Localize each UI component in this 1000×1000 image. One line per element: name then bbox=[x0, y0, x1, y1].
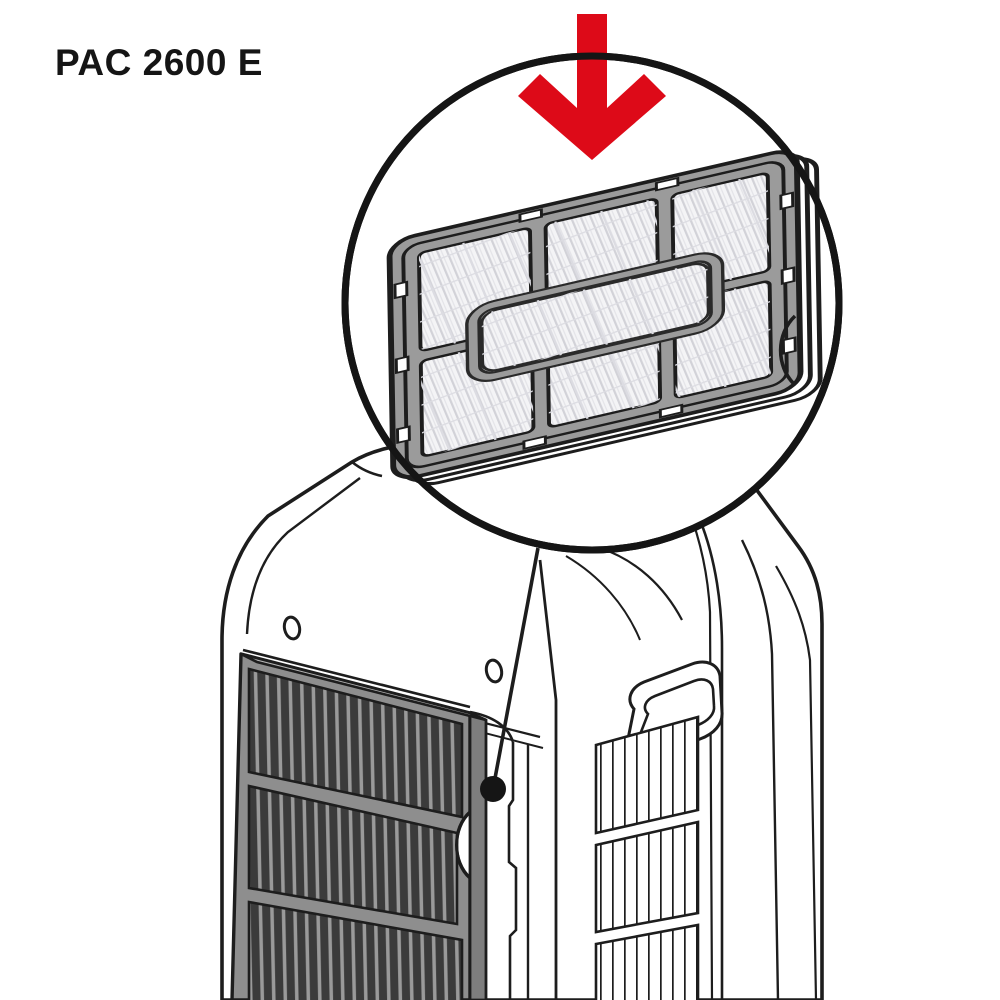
filter-edge-notch bbox=[778, 314, 797, 386]
tab-right-2 bbox=[780, 266, 796, 286]
grille-band-1 bbox=[247, 667, 464, 819]
filter-center-handle[interactable] bbox=[465, 252, 726, 382]
tab-bottom-1 bbox=[522, 435, 547, 450]
page-title: PAC 2600 E bbox=[55, 42, 263, 83]
magnifier-circle-rim bbox=[341, 52, 843, 554]
side-grille-band-1 bbox=[594, 715, 700, 835]
leader-dot bbox=[480, 776, 506, 802]
tab-top-2 bbox=[654, 176, 680, 192]
side-grille-band-2 bbox=[594, 820, 700, 934]
grille-band-2 bbox=[247, 784, 459, 926]
handle-window-cross bbox=[481, 263, 709, 371]
front-intake-grille[interactable] bbox=[230, 652, 488, 1000]
grille-panel-thickness bbox=[468, 710, 488, 1000]
filter-retaining-tabs bbox=[393, 176, 797, 450]
shoulder-crease-left bbox=[245, 477, 361, 635]
body-seam-3 bbox=[775, 565, 818, 1000]
tab-bottom-2 bbox=[658, 403, 684, 419]
air-filter-cassette[interactable] bbox=[386, 143, 823, 493]
tab-right-1 bbox=[779, 191, 795, 211]
filter-bay-edge-inner bbox=[507, 742, 518, 1000]
insert-direction-arrow bbox=[518, 14, 666, 160]
tab-left-2 bbox=[394, 355, 410, 375]
body-seam-2 bbox=[740, 539, 780, 1000]
arrow-shape bbox=[518, 14, 666, 160]
callout-leader bbox=[480, 547, 540, 802]
side-exhaust-grille bbox=[594, 715, 700, 1000]
grille-panel-top-bevel bbox=[240, 652, 487, 722]
front-rim-line-a bbox=[242, 648, 471, 709]
screw-hole-upper-left bbox=[282, 615, 302, 641]
screw-hole-lower-right bbox=[484, 658, 504, 684]
grille-panel-notch bbox=[455, 810, 472, 880]
tab-right-3 bbox=[781, 336, 797, 355]
top-edge-highlight bbox=[351, 460, 383, 478]
tab-top-1 bbox=[518, 208, 543, 224]
side-grille-band-3 bbox=[594, 923, 700, 1000]
face-contour-right-2 bbox=[565, 555, 641, 641]
body-seam-1 bbox=[698, 519, 724, 1000]
grille-slat-bands bbox=[247, 667, 464, 1000]
air-conditioner-body bbox=[220, 442, 824, 1000]
filter-bay-top-corner bbox=[469, 710, 515, 743]
tab-left-3 bbox=[396, 425, 411, 445]
tab-left-1 bbox=[393, 280, 409, 300]
leader-line bbox=[491, 547, 540, 790]
front-right-edge bbox=[538, 559, 558, 1000]
handle-frame-fill bbox=[468, 254, 722, 380]
grille-band-3 bbox=[247, 900, 464, 1000]
